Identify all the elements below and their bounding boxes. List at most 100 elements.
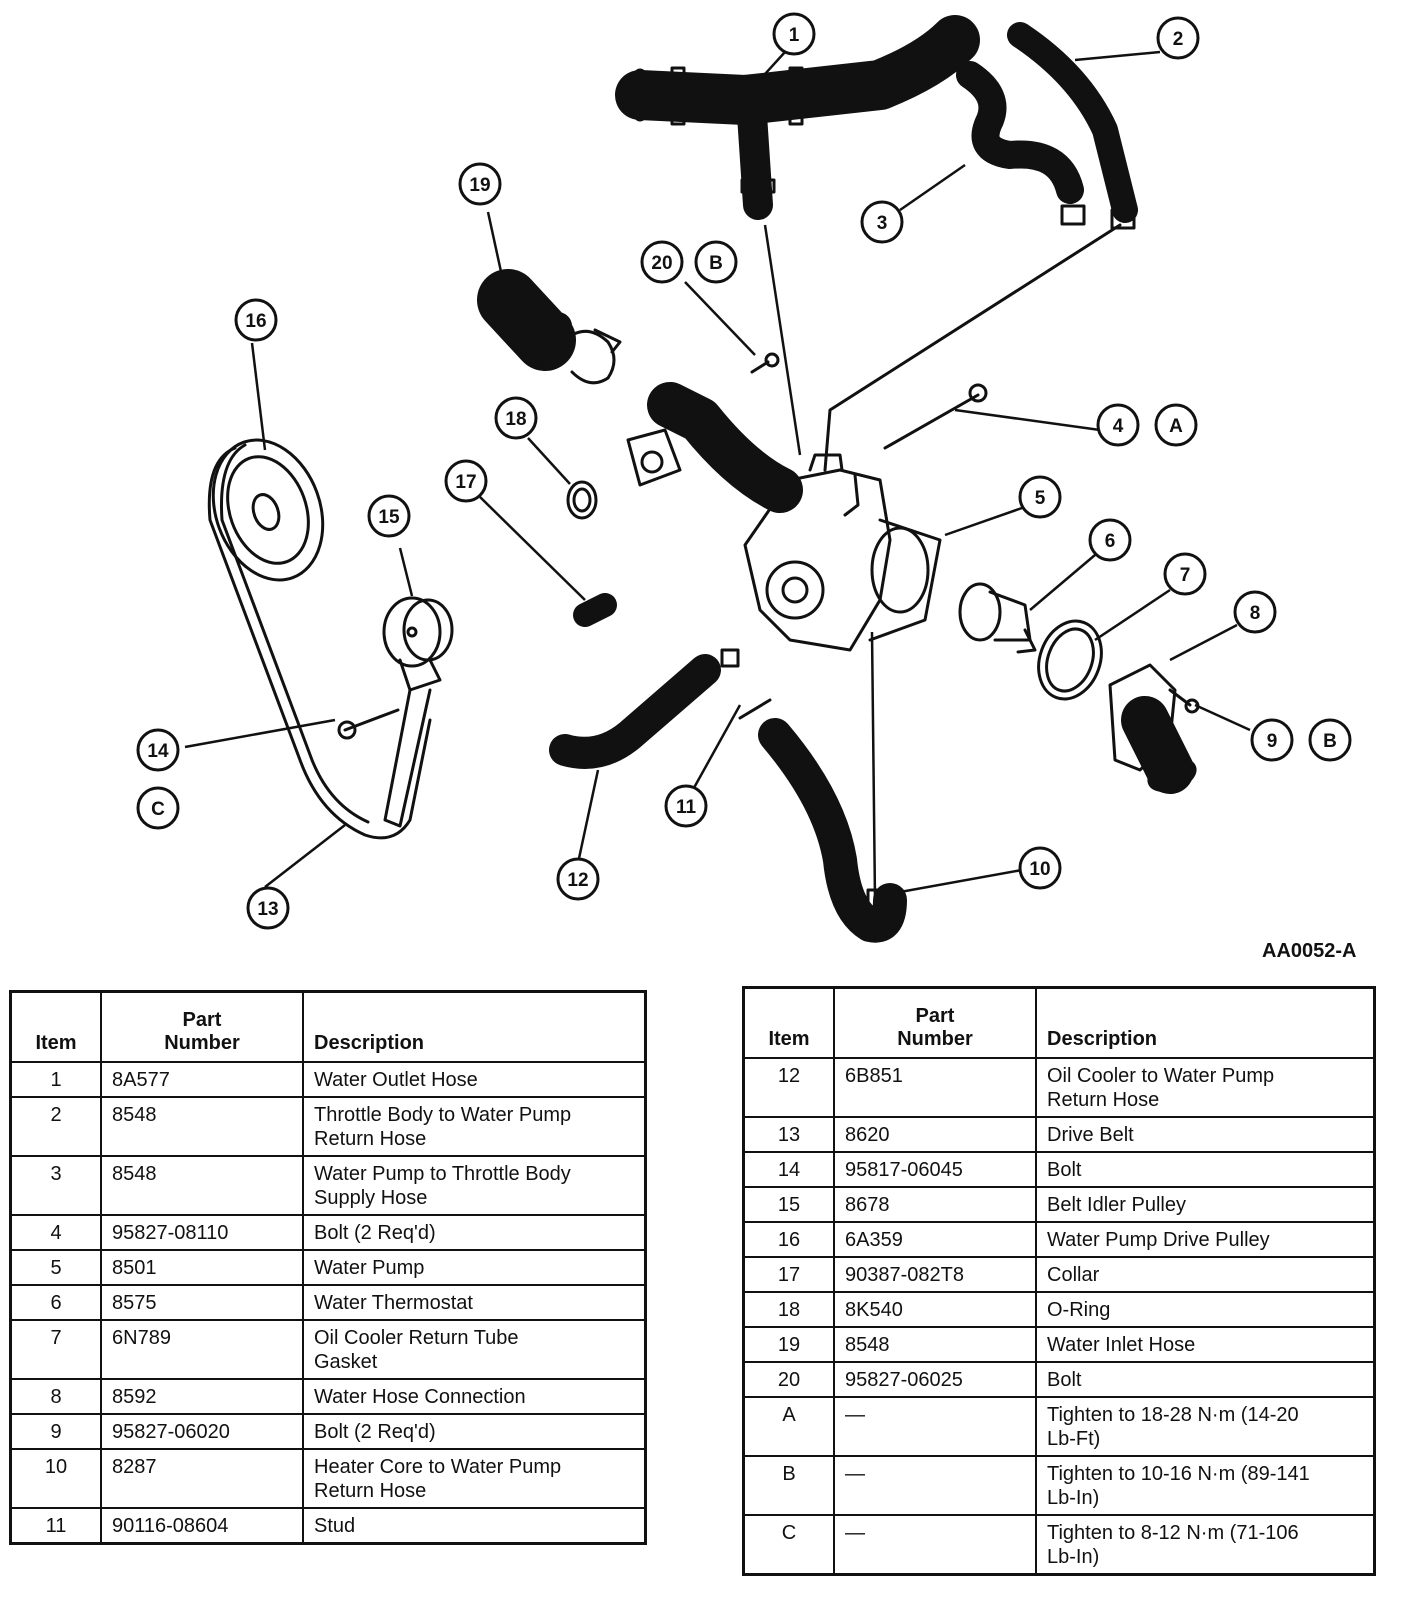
header-description: Description [1035,986,1376,1059]
callout-20: 20 [640,240,684,284]
svg-text:9: 9 [1267,731,1278,752]
cell-item: 12 [742,1056,835,1118]
description-line: Return Hose [314,1479,427,1502]
cell-part-number: — [833,1513,1037,1575]
callout-19: 19 [458,162,502,206]
cell-item: 16 [742,1220,835,1258]
svg-text:B: B [1323,731,1337,752]
cell-part-number: 8A577 [100,1060,304,1098]
cell-description: Water Pump Drive Pulley [1035,1220,1376,1258]
cell-item: 2 [9,1095,102,1157]
idler-pulley-drawing [382,596,454,828]
throttle-body-return-hose-drawing [1007,22,1138,230]
description-line: Throttle Body to Water Pump [314,1103,572,1126]
cell-item: 4 [9,1213,102,1251]
callout-B-top: B [694,240,738,284]
svg-text:10: 10 [1029,859,1050,880]
cell-part-number: 95827-06025 [833,1360,1037,1398]
cell-item: 5 [9,1248,102,1286]
callout-10: 10 [1018,846,1062,890]
description-line: Belt Idler Pulley [1047,1193,1186,1216]
cell-description: O-Ring [1035,1290,1376,1328]
callout-17: 17 [444,459,488,503]
callout-5: 5 [1018,475,1062,519]
oil-cooler-return-hose-drawing [549,648,740,769]
svg-text:8: 8 [1250,603,1261,624]
description-line: Bolt (2 Req'd) [314,1221,436,1244]
svg-text:16: 16 [245,311,266,332]
cell-part-number: — [833,1454,1037,1516]
callout-18: 18 [494,396,538,440]
description-line: Tighten to 10-16 N·m (89-141 [1047,1462,1310,1485]
svg-text:15: 15 [378,507,400,528]
description-line: Water Hose Connection [314,1385,526,1408]
svg-text:20: 20 [651,253,672,274]
description-line: Stud [314,1514,356,1537]
cell-item: 15 [742,1185,835,1223]
svg-text:11: 11 [676,797,697,818]
description-line: Oil Cooler to Water Pump [1047,1064,1275,1087]
description-line: O-Ring [1047,1298,1111,1321]
description-line: Water Pump Drive Pulley [1047,1228,1270,1251]
description-line: Water Inlet Hose [1047,1333,1196,1356]
supply-hose-drawing [823,61,1122,472]
cell-description: Water Outlet Hose [302,1060,647,1098]
description-line: Water Pump to Throttle Body [314,1162,571,1185]
cell-description: Belt Idler Pulley [1035,1185,1376,1223]
parts-artwork [207,15,1200,943]
callout-markers: 1 2 3 4 5 6 7 8 9 10 11 12 13 14 15 16 1… [136,12,1352,930]
cell-part-number: 8K540 [833,1290,1037,1328]
cell-part-number: 6B851 [833,1056,1037,1118]
cell-item: 1 [9,1060,102,1098]
header-item: Item [9,990,102,1063]
water-outlet-hose-drawing [615,15,980,220]
svg-text:18: 18 [505,409,526,430]
water-inlet-hose-drawing [477,269,622,385]
cell-part-number: 90387-082T8 [833,1255,1037,1293]
cell-description: Water Thermostat [302,1283,647,1321]
description-line: Collar [1047,1263,1100,1286]
svg-text:17: 17 [455,472,476,493]
callout-14: 14 [136,728,180,772]
svg-text:1: 1 [789,25,800,46]
callout-7: 7 [1163,552,1207,596]
cell-item: 13 [742,1115,835,1153]
gasket-drawing [1037,619,1103,701]
cell-part-number: 8548 [100,1095,304,1157]
callout-4: 4 [1096,403,1140,447]
callout-B-right: B [1308,718,1352,762]
callout-2: 2 [1156,16,1200,60]
callout-13: 13 [246,886,290,930]
description-line: Bolt (2 Req'd) [314,1420,436,1443]
description-line: Lb-In) [1047,1545,1100,1568]
svg-text:A: A [1169,416,1183,437]
callout-15: 15 [367,494,411,538]
callout-C: C [136,786,180,830]
cell-part-number: — [833,1395,1037,1457]
description-line: Drive Belt [1047,1123,1134,1146]
cell-item: 11 [9,1506,102,1544]
callout-16: 16 [234,298,278,342]
